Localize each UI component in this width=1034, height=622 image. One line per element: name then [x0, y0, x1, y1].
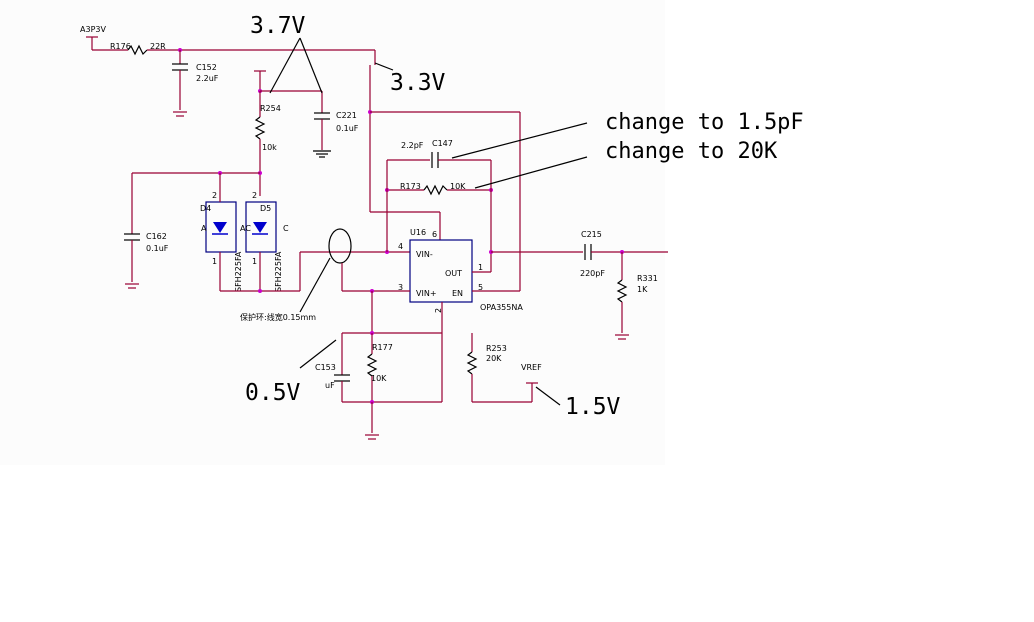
d5-part: SFH225FA	[274, 251, 283, 292]
r254-value: 10k	[262, 143, 277, 152]
r176-label: R176	[110, 42, 131, 51]
d5-label: D5	[260, 204, 271, 213]
capacitor-c215	[584, 244, 668, 260]
annotation-1-5v: 1.5V	[565, 394, 621, 420]
r176-value: 22R	[150, 42, 166, 51]
capacitor-c152	[172, 50, 188, 117]
resistor-r177	[366, 333, 378, 402]
c147-label: C147	[432, 139, 453, 148]
power-port-a3p3v	[86, 36, 98, 50]
c147-value: 2.2pF	[401, 141, 424, 150]
photodiode-d4	[205, 196, 237, 291]
d4-part: SFH225FA	[234, 251, 243, 292]
d5-pin-ac: AC	[240, 224, 251, 233]
c215-label: C215	[581, 230, 602, 239]
c153-label: C153	[315, 363, 336, 372]
r173-value: 10K	[450, 182, 466, 191]
capacitor-c153	[334, 333, 350, 402]
vref-label: VREF	[521, 363, 542, 372]
u16-pin-5: 5	[478, 283, 483, 292]
r331-label: R331	[637, 274, 658, 283]
c152-value: 2.2uF	[196, 74, 219, 83]
resistor-r254	[254, 91, 266, 196]
d4-label: D4	[200, 204, 211, 213]
u16-pin-1: 1	[478, 263, 483, 272]
c162-value: 0.1uF	[146, 244, 169, 253]
guard-ring	[328, 228, 352, 264]
capacitor-c221	[313, 91, 331, 158]
u16-label: U16	[410, 228, 426, 237]
resistor-r253	[466, 333, 538, 403]
guard-ring-note: 保护环:线宽0.15mm	[240, 312, 316, 322]
opamp-u16	[409, 239, 473, 303]
d5-pin-2: 2	[252, 191, 257, 200]
u16-en: EN	[452, 289, 463, 298]
r177-label: R177	[372, 343, 393, 352]
annotation-3-7v: 3.7V	[250, 13, 306, 39]
resistor-r173	[387, 184, 491, 196]
u16-pin-2: 2	[434, 308, 443, 313]
d4-pin-2: 2	[212, 191, 217, 200]
c221-label: C221	[336, 111, 357, 120]
u16-pin-4: 4	[398, 242, 403, 251]
a3p3v-label: A3P3V	[80, 25, 106, 34]
d4-pin-a: A	[201, 224, 207, 233]
u16-pin-3: 3	[398, 283, 403, 292]
c162-label: C162	[146, 232, 167, 241]
capacitor-c162	[124, 173, 140, 289]
d5-pin-1: 1	[252, 257, 257, 266]
photodiode-d5	[245, 201, 277, 291]
u16-vin-minus: VIN-	[416, 250, 433, 259]
r331-value: 1K	[637, 285, 648, 294]
resistor-r176	[92, 44, 170, 56]
r177-value: 10K	[371, 374, 387, 383]
annotation-change-c: change to 1.5pF	[605, 110, 804, 135]
grid-background	[0, 0, 665, 465]
power-port-r254	[254, 70, 266, 91]
c153-value: uF	[325, 381, 335, 390]
capacitor-c147	[387, 152, 491, 168]
r254-label: R254	[260, 104, 281, 113]
annotation-change-r: change to 20K	[605, 139, 778, 164]
c152-label: C152	[196, 63, 217, 72]
u16-out: OUT	[445, 269, 462, 278]
r173-label: R173	[400, 182, 421, 191]
c215-value: 220pF	[580, 269, 605, 278]
c221-value: 0.1uF	[336, 124, 359, 133]
u16-pin-6: 6	[432, 230, 437, 239]
r253-value: 20K	[486, 354, 502, 363]
r253-label: R253	[486, 344, 507, 353]
d4-pin-1: 1	[212, 257, 217, 266]
resistor-r331	[615, 252, 629, 340]
annotation-3-3v: 3.3V	[390, 70, 446, 96]
d5-pin-c: C	[283, 224, 289, 233]
u16-part: OPA355NA	[480, 303, 523, 312]
annotation-0-5v: 0.5V	[245, 380, 301, 406]
u16-vin-plus: VIN+	[416, 289, 437, 298]
